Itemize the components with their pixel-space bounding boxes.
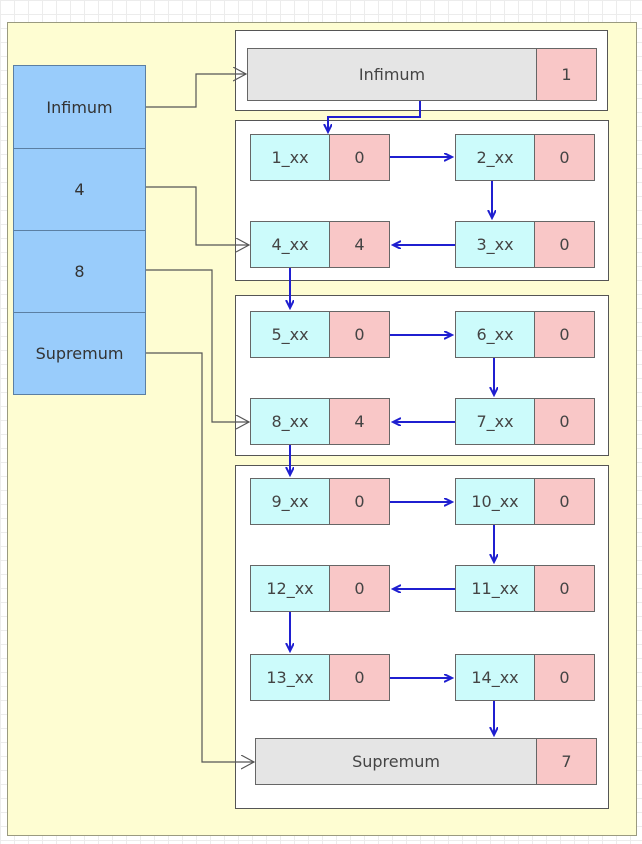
next-pointer bbox=[328, 101, 421, 132]
directory-slot-4: 4 bbox=[13, 148, 146, 231]
record-n-owned: 0 bbox=[534, 565, 595, 612]
record-n-owned: 0 bbox=[534, 311, 595, 358]
record-n-owned: 0 bbox=[534, 398, 595, 445]
record-key: 10_xx bbox=[455, 478, 535, 525]
record-n-owned: 4 bbox=[329, 221, 390, 268]
slot-pointer-4 bbox=[146, 186, 249, 245]
record-n-owned: 0 bbox=[534, 478, 595, 525]
record-key: 9_xx bbox=[250, 478, 330, 525]
record-n-owned: 0 bbox=[329, 654, 390, 701]
record-n-owned: 0 bbox=[534, 654, 595, 701]
record-n-owned: 0 bbox=[329, 311, 390, 358]
record-key: 12_xx bbox=[250, 565, 330, 612]
record-n-owned: 0 bbox=[534, 134, 595, 181]
record-key: 6_xx bbox=[455, 311, 535, 358]
slot-pointer-8 bbox=[146, 269, 249, 422]
record-key: 7_xx bbox=[455, 398, 535, 445]
directory-slot-infimum: Infimum bbox=[13, 65, 146, 149]
record-key: 5_xx bbox=[250, 311, 330, 358]
slot-pointer-supremum bbox=[146, 352, 254, 762]
directory-slot-8: 8 bbox=[13, 230, 146, 313]
directory-slot-supremum: Supremum bbox=[13, 312, 146, 395]
record-key: 1_xx bbox=[250, 134, 330, 181]
record-n-owned: 0 bbox=[534, 221, 595, 268]
slot-pointer-infimum bbox=[146, 74, 246, 108]
record-n-owned: 4 bbox=[329, 398, 390, 445]
infimum-record-label: Infimum bbox=[247, 48, 537, 101]
infimum-record-owned: 1 bbox=[536, 48, 597, 101]
record-key: 4_xx bbox=[250, 221, 330, 268]
supremum-record-label: Supremum bbox=[255, 738, 537, 785]
record-key: 14_xx bbox=[455, 654, 535, 701]
record-key: 3_xx bbox=[455, 221, 535, 268]
record-key: 13_xx bbox=[250, 654, 330, 701]
record-n-owned: 0 bbox=[329, 134, 390, 181]
record-n-owned: 0 bbox=[329, 478, 390, 525]
supremum-record-owned: 7 bbox=[536, 738, 597, 785]
record-n-owned: 0 bbox=[329, 565, 390, 612]
record-key: 8_xx bbox=[250, 398, 330, 445]
